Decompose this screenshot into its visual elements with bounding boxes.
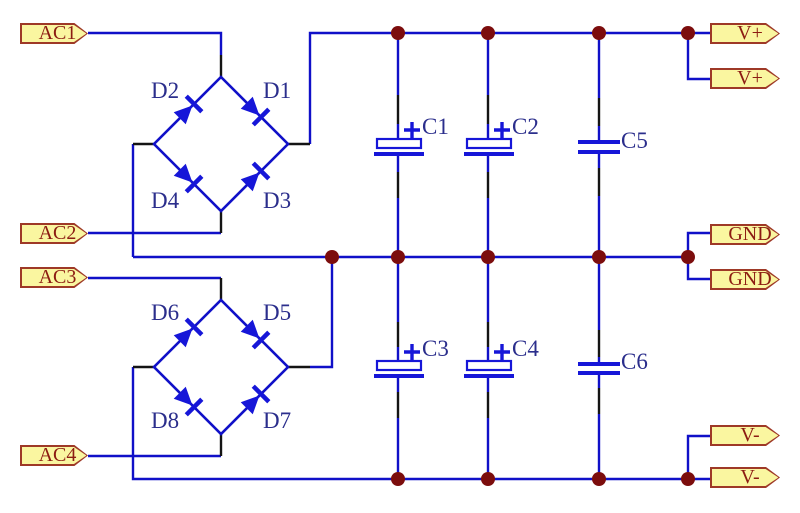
port-tag-ac3: AC3 [20,267,88,288]
tag-fill [711,270,779,289]
junction-dot [592,250,606,264]
junction-dot [481,472,495,486]
port-label: V- [740,424,760,446]
diode-label-d7: D7 [263,408,292,433]
tag-fill [711,468,779,487]
port-tag-ac4: AC4 [20,445,88,466]
junction-dot [391,472,405,486]
cap-c4-symbol [464,344,514,378]
diode-label-d3: D3 [263,188,292,213]
diode-d6-symbol [173,317,204,348]
port-label: V+ [737,67,763,89]
diode-d3-symbol [240,161,271,192]
c1-plus-mark [404,122,420,138]
junction-dot [481,250,495,264]
tag-fill [711,426,779,445]
diode-label-d6: D6 [151,300,180,325]
tag-fill [711,69,779,88]
tag-fill [21,268,87,287]
cap-c1-symbol [374,122,424,156]
bridge1-outline [152,75,290,213]
wires-layer [88,31,710,481]
diode-label-d8: D8 [151,408,180,433]
port-tag-ac1: AC1 [20,23,88,44]
wire-gnd2-branch [686,257,710,281]
port-label: V- [740,466,760,488]
tag-fill [711,24,779,43]
tag-fill [711,225,779,244]
cap-label-c1: C1 [422,114,449,139]
diode-d5-symbol [240,319,271,350]
port-label: AC4 [38,444,77,466]
diode-label-d5: D5 [263,300,292,325]
diode-label-d1: D1 [263,78,292,103]
diode-label-d2: D2 [151,78,180,103]
junction-dot [681,250,695,264]
cap-label-c5: C5 [621,128,648,153]
wire-bridge2-right-feeder [310,257,334,369]
junction-dot [681,472,695,486]
port-tag-gnd-2: GND [710,269,780,290]
diode-d1-symbol [240,96,271,127]
diodes-layer [173,94,271,417]
wire-gnd1-branch [686,231,710,257]
cap-c3-symbol [374,344,424,378]
diode-d2-symbol [173,94,204,125]
port-label: GND [728,223,772,245]
wire-vplus2-branch [686,33,710,81]
junction-dot [391,26,405,40]
port-tag-vminus-1: V- [710,425,780,446]
tag-fill [21,446,87,465]
capacitors-layer [374,122,620,378]
port-tag-gnd-1: GND [710,224,780,245]
cap-label-c6: C6 [621,349,648,374]
cap-label-c2: C2 [512,114,539,139]
junction-dot [325,250,339,264]
port-tag-vminus-2: V- [710,467,780,488]
diode-d8-symbol [173,386,204,417]
junction-dot [391,250,405,264]
cap-label-c4: C4 [512,336,539,361]
junction-dot [481,26,495,40]
cap-c6-symbol [578,362,620,375]
tag-fill [21,24,87,43]
port-tag-vplus-2: V+ [710,68,780,89]
wire-ac1 [88,31,223,55]
c4-plus-mark [494,344,510,360]
junction-dots [325,26,695,486]
c2-plus-mark [494,122,510,138]
bridge2-pins [133,278,310,456]
port-label: V+ [737,22,763,44]
wire-vminus1-branch [686,434,710,479]
bridge1-pins [133,55,310,233]
port-label: AC2 [38,222,77,244]
diode-d4-symbol [173,163,204,194]
pins-layer [133,55,601,456]
port-tag-ac2: AC2 [20,223,88,244]
port-label: GND [728,268,772,290]
port-label: AC1 [38,22,77,44]
junction-dot [592,26,606,40]
cap-c5-symbol [578,140,620,154]
cap-c2-symbol [464,122,514,156]
bridge2-outline [152,298,290,436]
c3-plus-mark [404,344,420,360]
port-label: AC3 [38,266,77,288]
junction-dot [681,26,695,40]
diode-d7-symbol [240,384,271,415]
wire-bottom-rail-vminus [131,367,710,481]
junction-dot [592,472,606,486]
diode-label-d4: D4 [151,188,180,213]
port-tag-vplus-1: V+ [710,23,780,44]
wire-top-rail-vplus [308,31,710,144]
tag-fill [21,224,87,243]
cap-label-c3: C3 [422,336,449,361]
